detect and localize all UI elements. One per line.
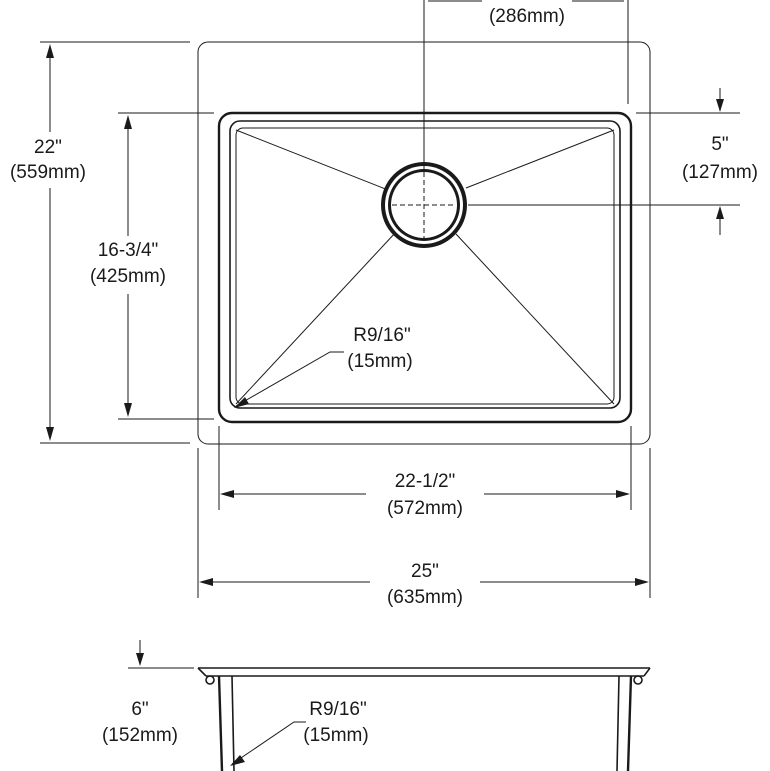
drain-from-back-imperial: 5" (711, 134, 728, 155)
slope-line-back-right (465, 129, 615, 189)
overall-width-imperial: 25" (411, 561, 439, 582)
bowl-width-imperial: 22-1/2" (395, 471, 456, 492)
dimension-overall-depth: 22" (559mm) (10, 41, 190, 444)
bowl-wall-inner (229, 120, 621, 409)
callout-corner-radius-side: R9/16" (15mm) (230, 699, 369, 766)
top-view: (286mm) 22" (559mm) 16-3/4" (425mm) (10, 0, 758, 608)
side-corner-radius-metric: (15mm) (303, 725, 368, 746)
drain-from-back-metric: (127mm) (682, 162, 758, 183)
slope-line-front-left (235, 231, 397, 405)
corner-radius-imperial: R9/16" (353, 325, 410, 346)
callout-corner-radius-top: R9/16" (15mm) (234, 325, 413, 408)
side-view: 6" (152mm) R9/16" (15mm) (102, 640, 651, 771)
overall-depth-metric: (559mm) (10, 162, 86, 183)
side-deck-left-end (197, 667, 207, 677)
slope-line-front-right (455, 233, 615, 405)
overall-depth-imperial: 22" (34, 137, 62, 158)
dimension-bowl-depth: 16-3/4" (425mm) (82, 112, 214, 420)
dimension-drain-offset: (286mm) (423, 0, 629, 172)
dimension-overall-width: 25" (635mm) (197, 448, 651, 608)
bowl-height-metric: (152mm) (102, 725, 178, 746)
corner-radius-metric: (15mm) (347, 351, 412, 372)
drain (381, 162, 467, 248)
overall-width-metric: (635mm) (387, 587, 463, 608)
side-bowl-wall-right-outer (626, 675, 633, 771)
bowl-rim-outer (217, 111, 633, 424)
bowl-depth-imperial: 16-3/4" (98, 240, 159, 261)
dimension-drain-from-back: 5" (127mm) (468, 88, 758, 235)
side-clip-left (205, 675, 215, 685)
side-clip-right (633, 675, 643, 685)
dimension-bowl-width: 22-1/2" (572mm) (218, 426, 632, 519)
side-bowl-wall-left-outer (217, 675, 224, 771)
bowl-width-metric: (572mm) (387, 498, 463, 519)
side-bowl-wall-left-inner (231, 675, 235, 771)
side-corner-radius-imperial: R9/16" (309, 699, 366, 720)
bowl-depth-metric: (425mm) (90, 266, 166, 287)
side-bowl-wall-right-inner (616, 675, 620, 771)
drain-offset-metric: (286mm) (489, 6, 565, 27)
bowl-floor (235, 127, 615, 405)
slope-line-back-left (235, 129, 389, 191)
dimension-bowl-height: 6" (152mm) (102, 640, 194, 746)
side-deck-right-end (643, 667, 651, 677)
bowl-height-imperial: 6" (131, 699, 148, 720)
